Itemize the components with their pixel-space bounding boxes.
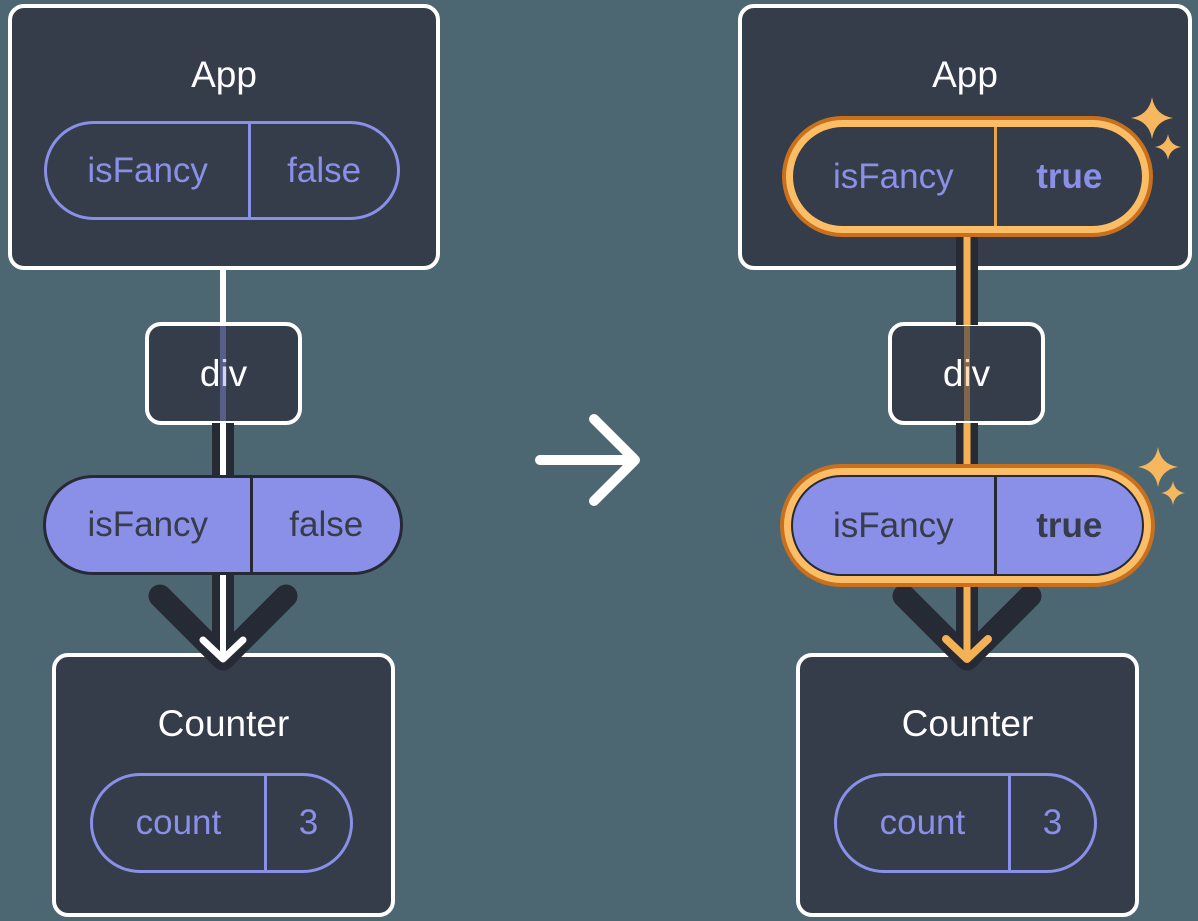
- right-flow-prop-pill-highlighted: isFancy true: [780, 464, 1155, 587]
- left-flow-prop-pill: isFancy false: [43, 475, 403, 575]
- transition-arrow-icon: [589, 414, 640, 506]
- sparkle-icon: [1161, 481, 1185, 505]
- prop-value-label: false: [249, 478, 400, 572]
- prop-name-label: isFancy: [87, 150, 208, 190]
- right-arrowhead-dark: [892, 584, 1042, 671]
- highlight-ring: isFancy true: [786, 120, 1149, 233]
- prop-value-label: true: [993, 127, 1142, 226]
- prop-value-label: false: [248, 124, 397, 217]
- left-app-prop-pill: isFancy false: [44, 121, 400, 220]
- left-app-title: App: [191, 54, 257, 95]
- left-arrowhead-dark: [148, 584, 298, 671]
- right-div-node: div: [888, 322, 1045, 425]
- right-counter-title: Counter: [901, 703, 1034, 744]
- state-name-label: count: [879, 803, 966, 842]
- prop-name-label: isFancy: [833, 505, 954, 545]
- right-app-title: App: [932, 54, 998, 95]
- state-value-label: 3: [263, 776, 350, 870]
- state-name-label: count: [135, 803, 222, 842]
- prop-value-label: true: [993, 477, 1142, 574]
- state-value-label: 3: [1007, 776, 1094, 870]
- sparkle-icon: [1138, 447, 1178, 487]
- left-div-node: div: [145, 322, 302, 425]
- right-counter-state-pill: count 3: [834, 773, 1097, 873]
- left-div-label: div: [199, 352, 248, 394]
- prop-name-label: isFancy: [833, 156, 954, 196]
- right-app-prop-pill-highlighted: isFancy true: [782, 116, 1153, 237]
- highlight-ring: isFancy true: [784, 468, 1151, 583]
- left-counter-state-pill: count 3: [90, 773, 353, 873]
- right-div-label: div: [942, 352, 991, 394]
- left-counter-title: Counter: [157, 703, 290, 744]
- prop-name-label: isFancy: [87, 505, 209, 544]
